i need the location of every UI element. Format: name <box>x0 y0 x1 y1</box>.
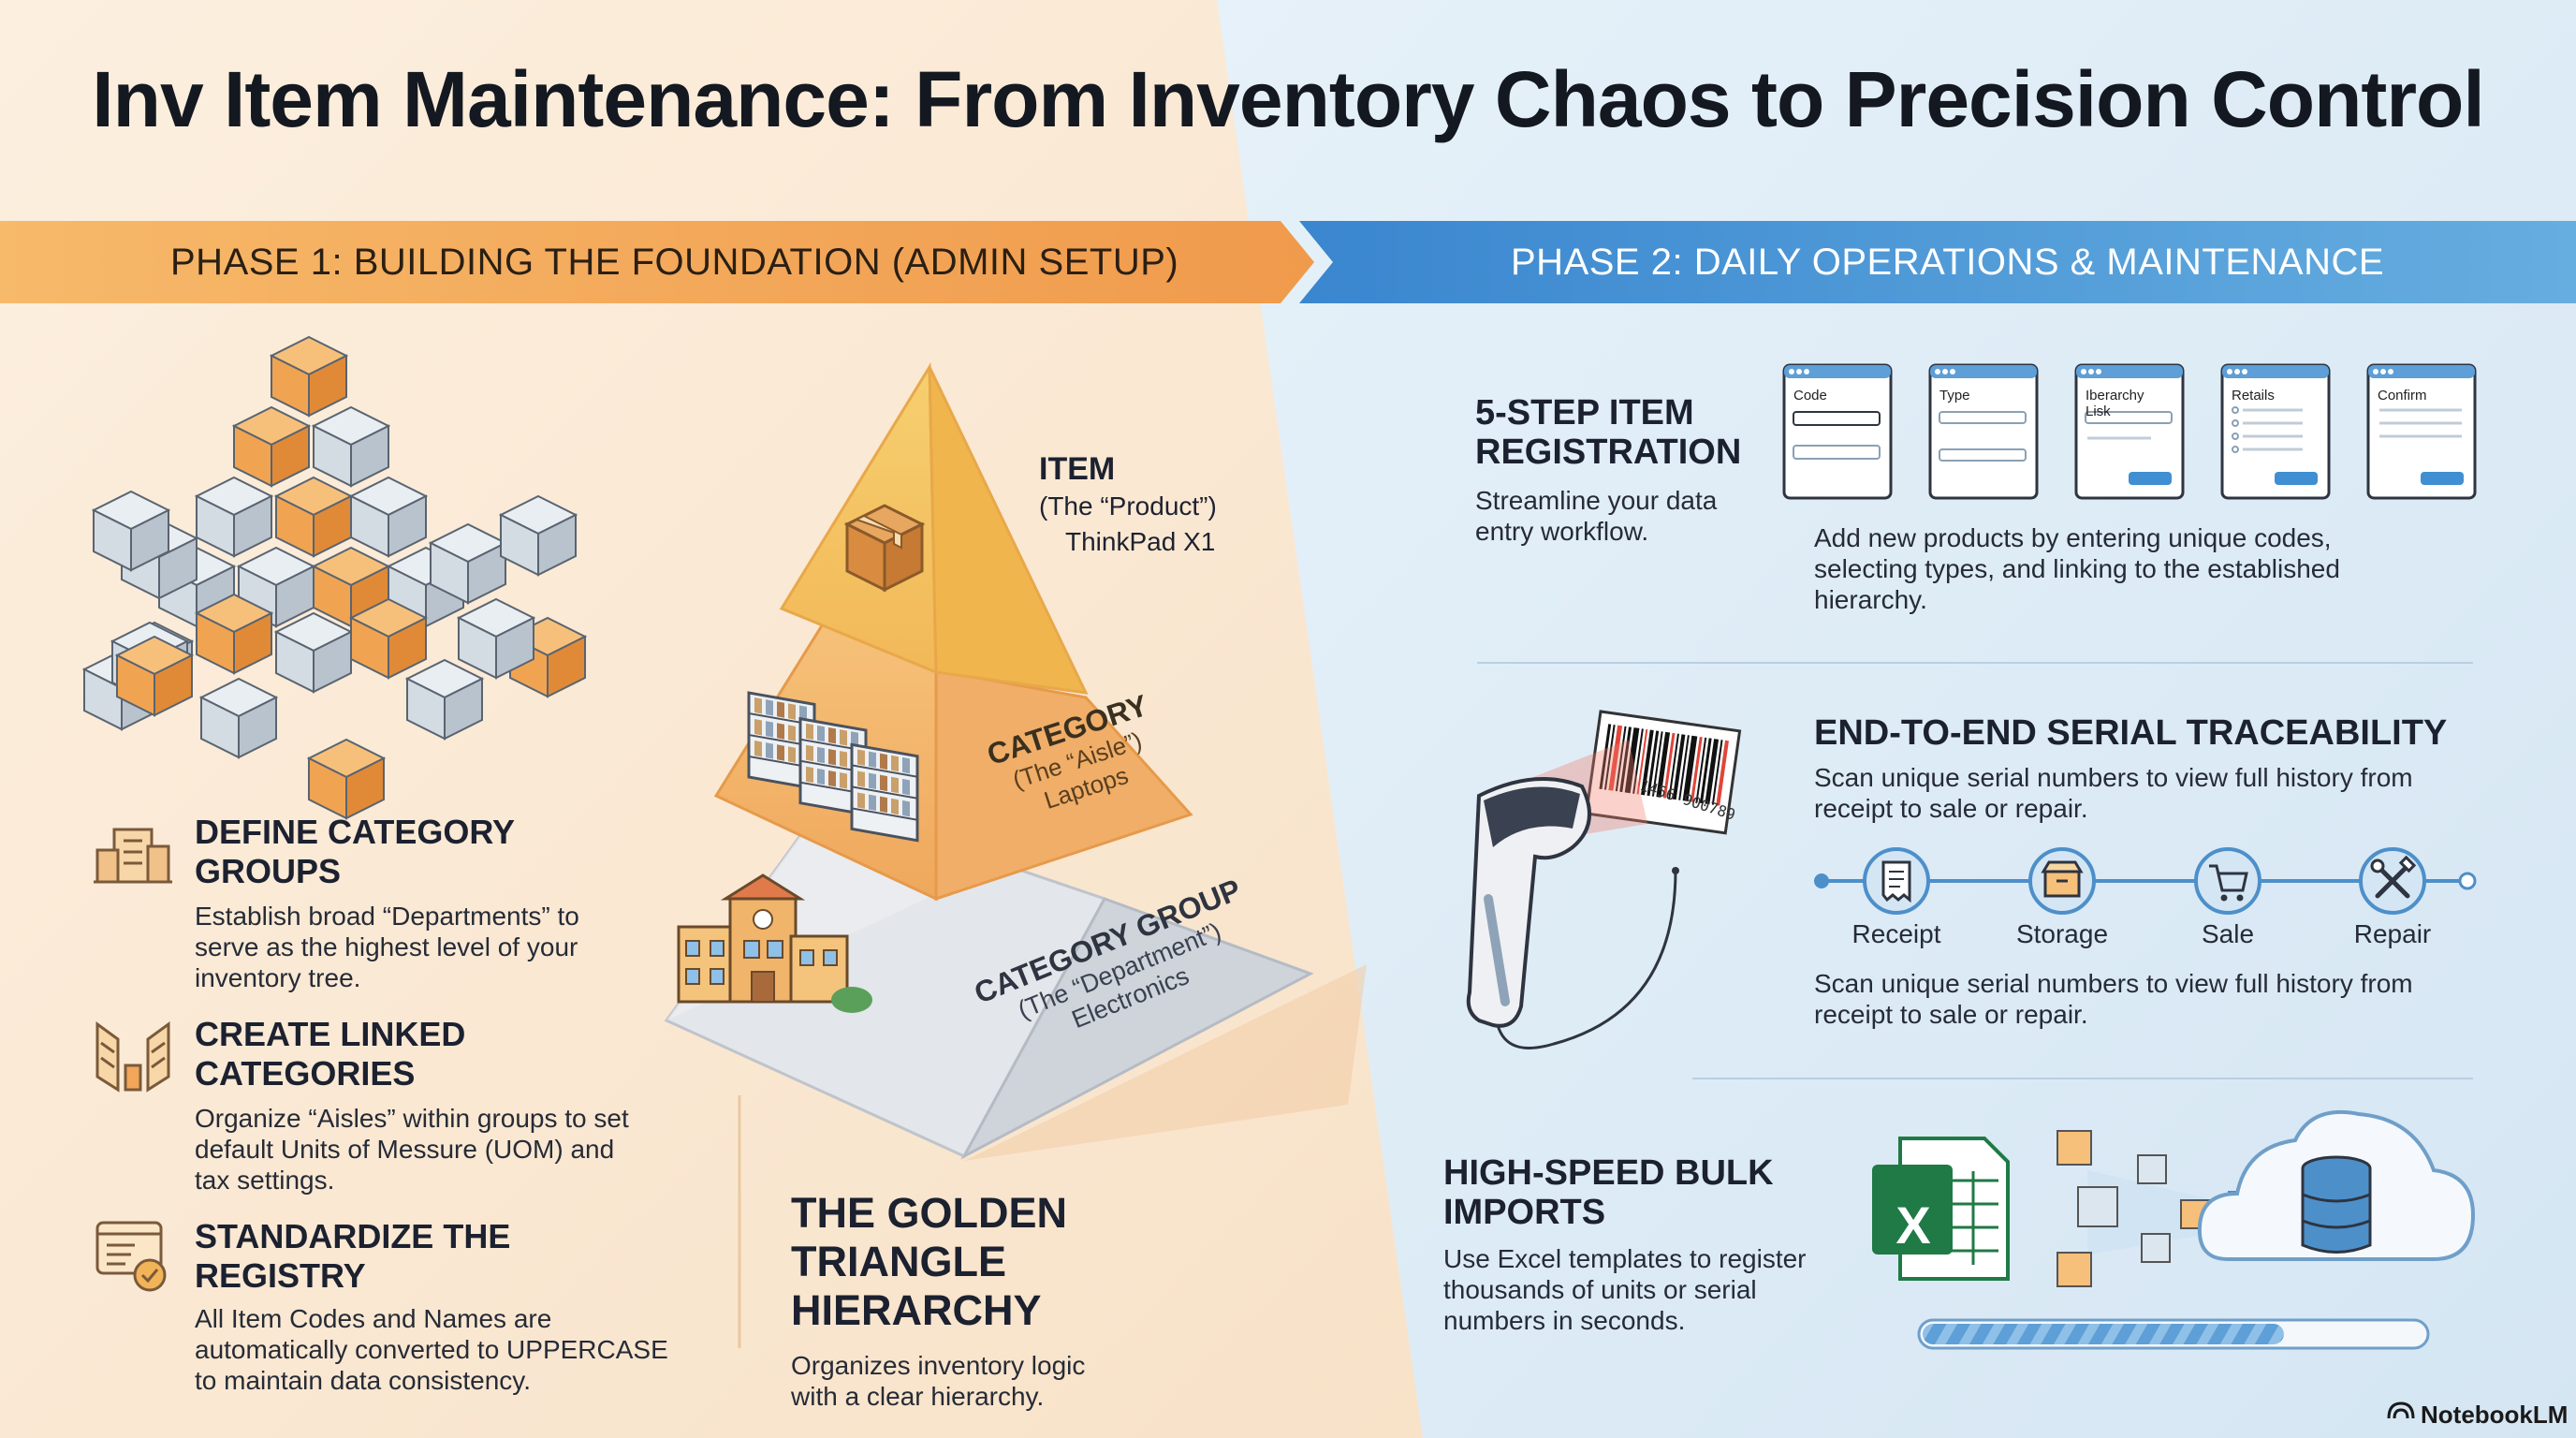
step-text: All Item Codes and Names are automatical… <box>195 1304 668 1395</box>
shelf-unit <box>747 691 816 791</box>
serial-title: END-TO-END SERIAL TRACEABILITY <box>1814 713 2448 753</box>
cube-block <box>231 405 312 488</box>
step-create-linked-categories: CREATE LINKED CATEGORIES Organize “Aisle… <box>195 1015 635 1196</box>
phase2-banner <box>1299 221 2576 303</box>
brand-label: NotebookLM <box>2421 1401 2569 1429</box>
cube-block <box>194 593 274 675</box>
registration-cards <box>1782 363 2477 500</box>
notebooklm-logo-icon <box>2387 1401 2415 1419</box>
registration-section: 5-STEP ITEM REGISTRATION Streamline your… <box>1475 393 1742 546</box>
cloud-database-icon <box>2197 1109 2476 1261</box>
checklist-icon <box>95 1221 167 1292</box>
pyramid-top-side <box>928 366 1089 695</box>
cube-block <box>348 597 429 680</box>
registration-card-label: Retails <box>2232 388 2275 404</box>
pyramid-item-label: ITEM (The “Product”) ThinkPad X1 <box>1039 451 1217 556</box>
cube-block <box>273 611 354 694</box>
timeline-label-sale: Sale <box>2201 919 2255 948</box>
registration-text: Add new products by entering unique code… <box>1814 523 2340 614</box>
page-title: Inv Item Maintenance: From Inventory Cha… <box>92 55 2484 143</box>
cube-block <box>198 677 279 759</box>
bookshelf-icon <box>95 1021 170 1093</box>
tools-icon <box>2359 847 2426 915</box>
step-title: STANDARDIZE THE REGISTRY <box>195 1217 511 1295</box>
barcode-scanner-illustration <box>1466 710 1742 1049</box>
serial-text-top: Scan unique serial numbers to view full … <box>1814 763 2413 823</box>
cube-block <box>194 476 274 558</box>
department-building-illustration <box>677 873 872 1013</box>
pyramid-middle-side <box>934 668 1193 902</box>
cube-block <box>114 635 195 717</box>
cube-block <box>311 546 391 628</box>
bookshelf-illustration <box>747 691 919 843</box>
cube-block <box>273 476 354 558</box>
registration-card <box>2220 363 2331 500</box>
phase1-label: PHASE 1: BUILDING THE FOUNDATION (ADMIN … <box>170 242 1179 283</box>
receipt-icon <box>1863 847 1930 915</box>
registration-card-label: Confirm <box>2378 388 2427 404</box>
product-box-icon <box>843 504 926 593</box>
excel-icon <box>1872 1137 2010 1281</box>
registration-card <box>2366 363 2477 500</box>
step-text: Organize “Aisles” within groups to set d… <box>195 1104 629 1195</box>
cube-block <box>456 597 536 680</box>
cube-block <box>306 738 387 820</box>
serial-text-bottom: Scan unique serial numbers to view full … <box>1814 969 2413 1029</box>
cube-block <box>236 546 316 628</box>
timeline-label-receipt: Receipt <box>1852 919 1941 948</box>
golden-triangle-caption: THE GOLDEN TRIANGLE HIERARCHY Organizes … <box>791 1189 1086 1411</box>
cube-block <box>269 335 349 418</box>
cube-block <box>428 522 508 605</box>
pyramid-base-side <box>960 897 1314 1160</box>
cube-block <box>91 490 171 572</box>
cube-block <box>498 494 578 577</box>
step-standardize-registry: STANDARDIZE THE REGISTRY All Item Codes … <box>195 1217 681 1396</box>
step-text: Establish broad “Departments” to serve a… <box>195 902 579 992</box>
bulk-progress-fill <box>1923 1324 2284 1344</box>
registration-card <box>2074 363 2185 500</box>
cube-block <box>348 476 429 558</box>
cube-block <box>404 658 485 741</box>
step-title: DEFINE CATEGORY GROUPS <box>195 813 515 890</box>
cube-block <box>311 405 391 488</box>
registration-card-label: Iberarchy Lisk <box>2086 388 2144 419</box>
registration-card <box>1782 363 1893 500</box>
phase2-label: PHASE 2: DAILY OPERATIONS & MAINTENANCE <box>1511 242 2385 283</box>
registration-card <box>1928 363 2039 500</box>
building-icon <box>94 828 172 884</box>
timeline-label-repair: Repair <box>2353 919 2432 948</box>
bulk-section: HIGH-SPEED BULK IMPORTS Use Excel templa… <box>1443 1153 1807 1335</box>
golden-triangle-pyramid <box>664 361 1367 1348</box>
phase1-banner <box>0 221 1314 303</box>
excel-letter: X <box>1895 1196 1931 1255</box>
cart-icon <box>2194 847 2261 915</box>
timeline-label-storage: Storage <box>2015 919 2109 948</box>
registration-card-label: Code <box>1793 388 1827 404</box>
box-icon <box>2028 847 2096 915</box>
step-title: CREATE LINKED CATEGORIES <box>195 1015 466 1093</box>
step-define-category-groups: DEFINE CATEGORY GROUPS Establish broad “… <box>195 813 588 993</box>
shelf-unit <box>850 742 919 843</box>
registration-card-label: Type <box>1939 388 1970 404</box>
cube-cluster-illustration <box>81 335 588 820</box>
